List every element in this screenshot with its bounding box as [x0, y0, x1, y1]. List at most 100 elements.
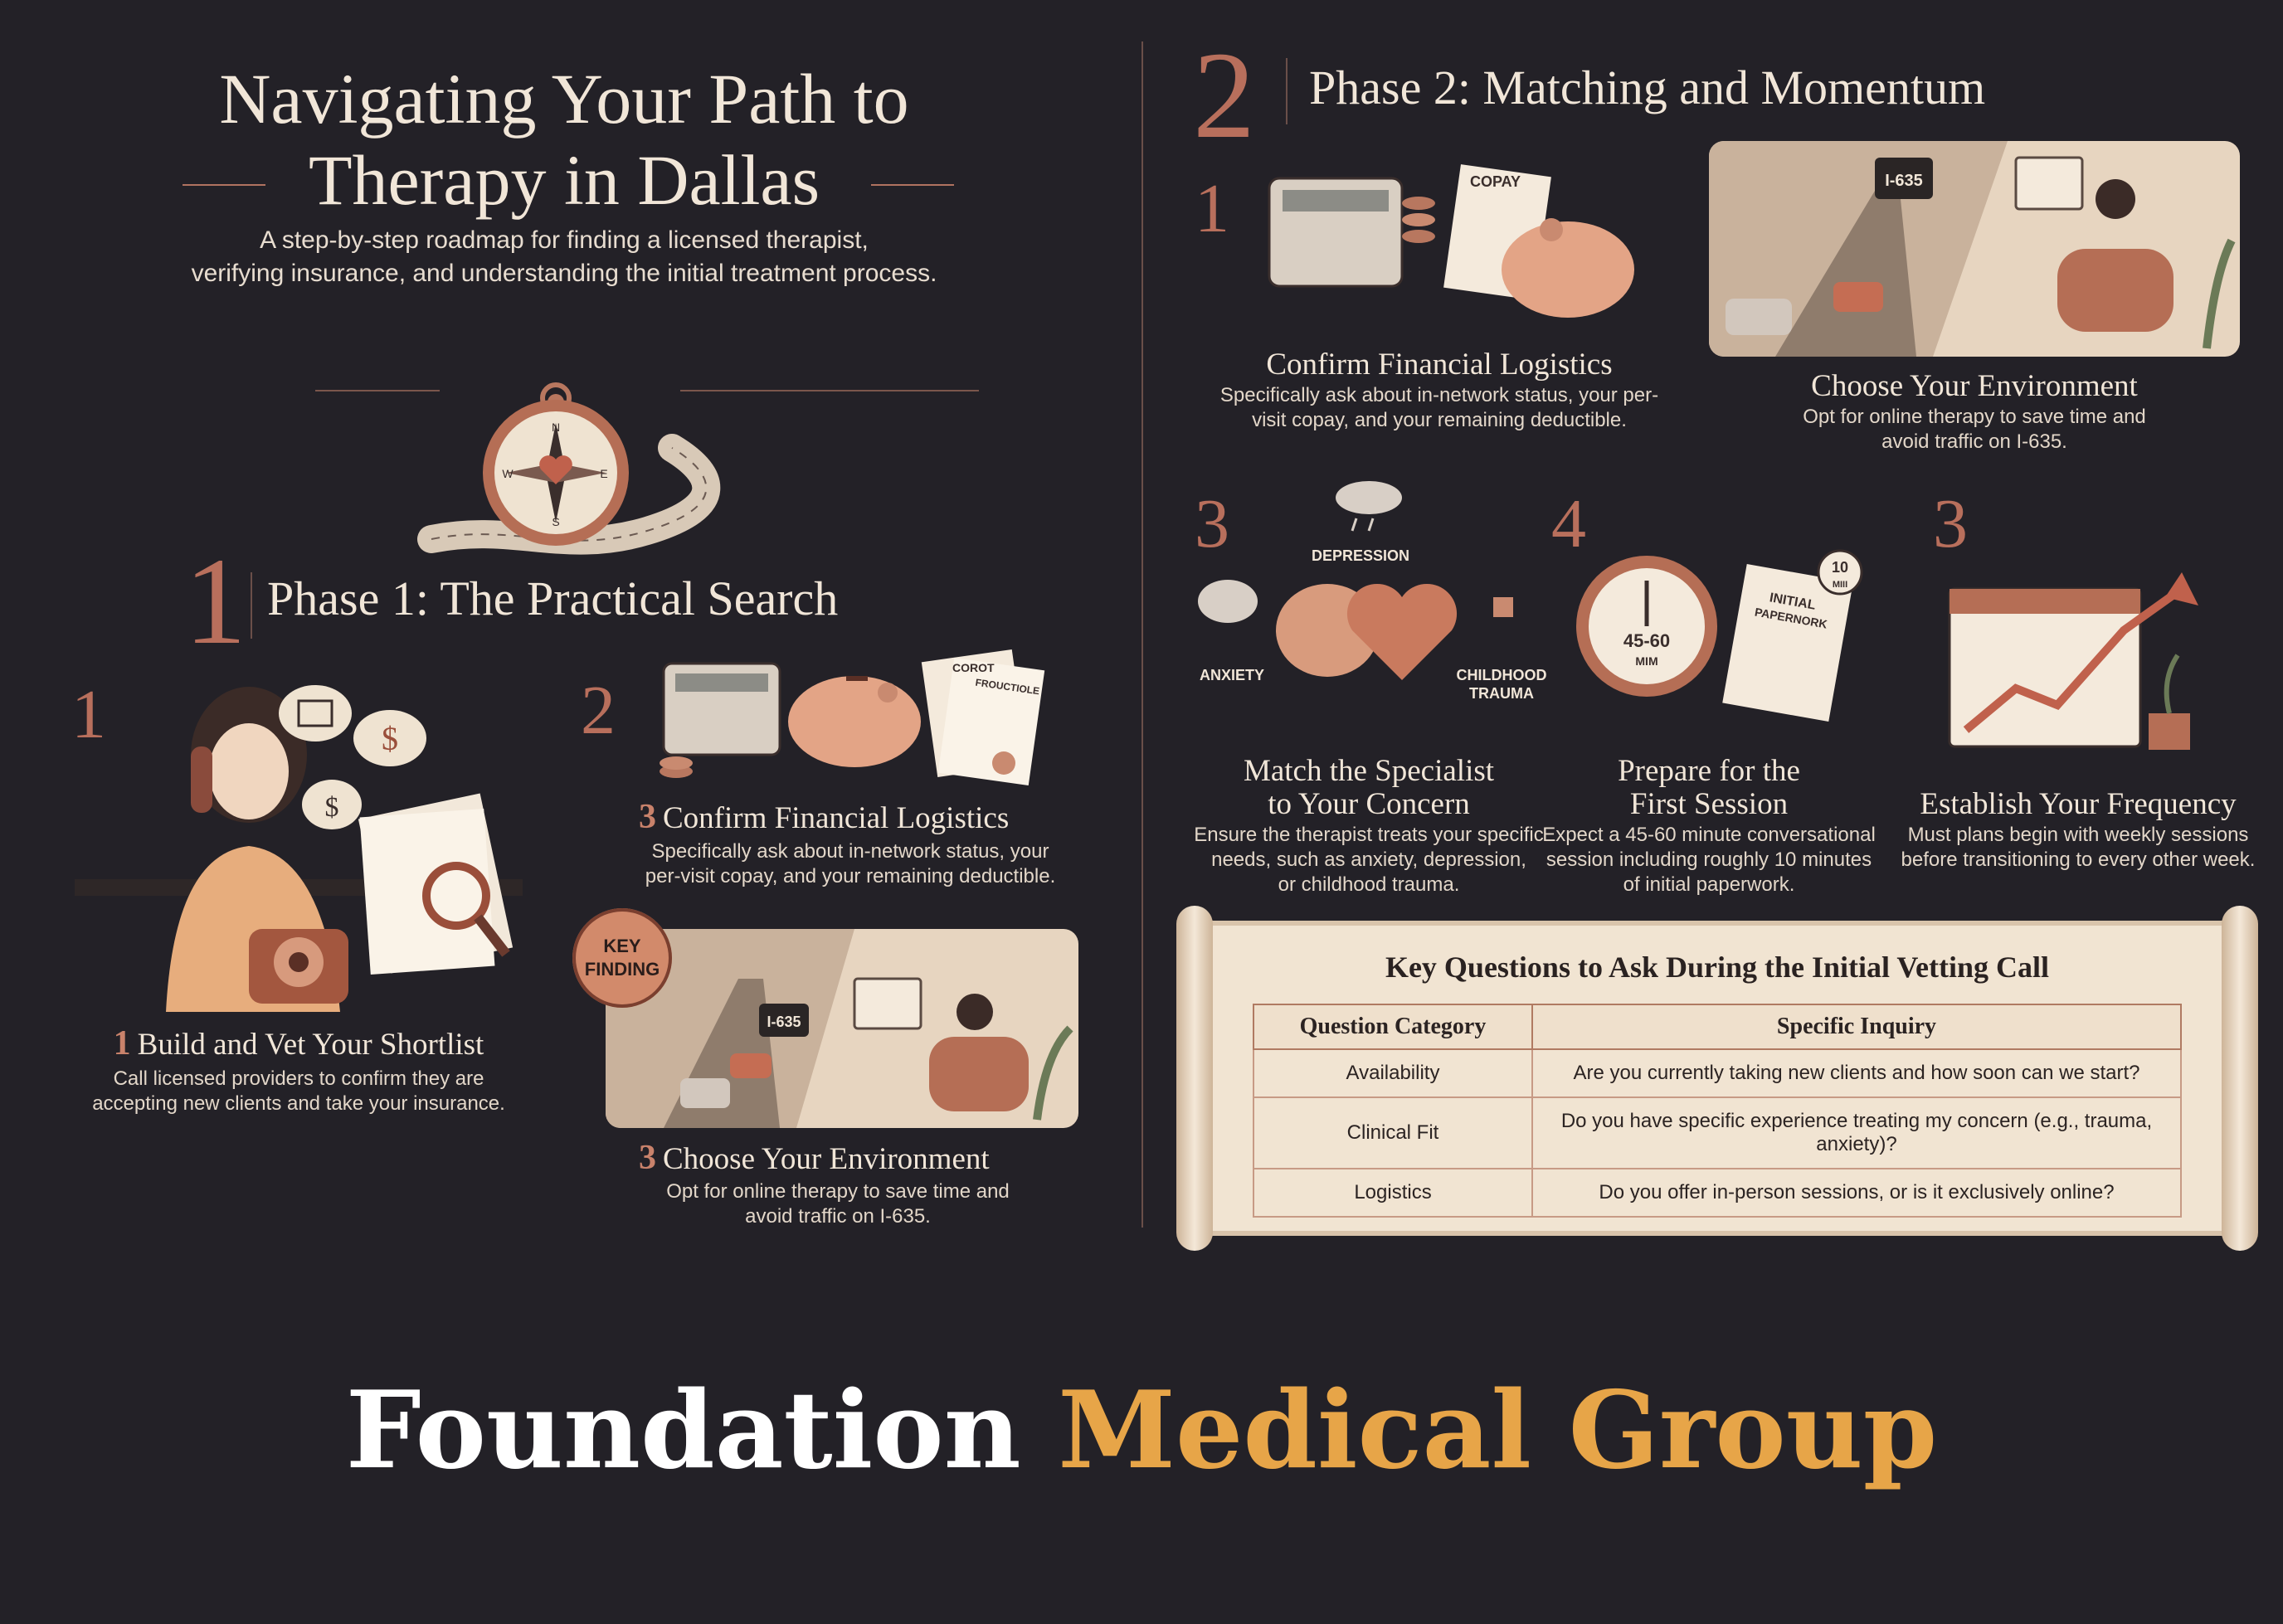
clock-icon: 45-60 MIM	[1576, 556, 1717, 697]
paperwork-icon: INITIAL PAPERNORK	[1722, 564, 1853, 722]
phase2-step1-body-line1: Specifically ask about in-network status…	[1219, 384, 1659, 406]
phase1-step3-title-text: Choose Your Environment	[663, 1142, 990, 1176]
phase2-step5-body-line1: Must plans begin with weekly sessions	[1907, 824, 2249, 846]
key-finding-badge: KEY FINDING	[572, 908, 672, 1008]
toys-icon	[1493, 597, 1513, 617]
brand-name-part2: Medical Group	[1058, 1369, 1938, 1493]
title-line-2: Therapy in Dallas	[308, 140, 820, 220]
plant-icon	[2203, 238, 2236, 349]
clock-paperwork-illustration: 45-60 MIM INITIAL PAPERNORK 10 MIII	[1576, 549, 1863, 722]
calculator-icon	[662, 662, 781, 756]
table-row: Logistics Do you offer in-person session…	[1253, 1168, 2182, 1218]
finance-illustration-2: COPAY	[1268, 164, 1634, 318]
phase2-step3-title-line2: to Your Concern	[1268, 787, 1470, 821]
speech-bubble-dollar-icon-2: $	[302, 780, 362, 829]
heart-icon	[1346, 583, 1458, 680]
phone-receiver-icon	[191, 746, 212, 813]
svg-text:$: $	[325, 792, 339, 823]
brand-name-part1: Foundation	[345, 1369, 1021, 1493]
key-questions-scroll: Key Questions to Ask During the Initial …	[1176, 906, 2258, 1251]
phase2-step3-title-line1: Match the Specialist	[1243, 754, 1495, 788]
compass-illustration: N W E S	[417, 382, 721, 555]
phase2-step2-body-line2: avoid traffic on I-635.	[1881, 430, 2067, 453]
flourish-right	[871, 184, 954, 186]
table-cell-inquiry: Do you offer in-person sessions, or is i…	[1531, 1168, 2182, 1218]
phase2-step3-title: Match the Specialist to Your Concern	[1195, 755, 1543, 821]
phase2-title: Phase 2: Matching and Momentum	[1309, 61, 1986, 114]
compass-label-s: S	[552, 515, 559, 528]
title-line-1: Navigating Your Path to	[219, 59, 909, 139]
table-cell-category: Clinical Fit	[1253, 1096, 1533, 1169]
phase2-step3-body: Ensure the therapist treats your specifi…	[1178, 823, 1560, 897]
key-finding-badge-line1: KEY	[603, 936, 641, 956]
phase1-step1-body-line2: accepting new clients and take your insu…	[92, 1092, 505, 1115]
car-icon	[680, 1078, 730, 1108]
rule-right	[680, 390, 979, 391]
phase2-step4-marker: 4	[1551, 485, 1586, 562]
scroll-roll-left	[1176, 906, 1213, 1251]
doc-label-corot: COROT	[952, 661, 995, 674]
phase1-step1-title-text: Build and Vet Your Shortlist	[137, 1028, 484, 1062]
car-icon-2	[1833, 282, 1883, 312]
phase2-step4-body-line1: Expect a 45-60 minute conversational	[1542, 824, 1876, 846]
phase1-step1-marker: 1	[71, 676, 106, 753]
phase2-step2-body-line1: Opt for online therapy to save time and	[1803, 406, 2146, 428]
phase2-step5-title: Establish Your Frequency	[1920, 787, 2237, 821]
trend-arrow-icon	[1963, 572, 2198, 733]
piggy-bank-icon	[1502, 218, 1634, 318]
phase1-step3-num: 3	[639, 1139, 656, 1177]
label-depression: DEPRESSION	[1312, 547, 1409, 564]
page-title: Navigating Your Path to Therapy in Dalla…	[108, 58, 1020, 221]
scroll-roll-right	[2222, 906, 2258, 1251]
table-cell-inquiry: Are you currently taking new clients and…	[1531, 1048, 2182, 1098]
phase2-step3-body-line1: Ensure the therapist treats your specifi…	[1194, 824, 1544, 846]
page-subtitle: A step-by-step roadmap for finding a lic…	[124, 224, 1004, 290]
compass-label-n: N	[552, 421, 560, 434]
coins-icon	[1402, 197, 1435, 243]
ten-minute-tag-icon: 10 MIII	[1817, 549, 1863, 596]
woman-with-laptop	[957, 994, 993, 1030]
rotary-phone-icon	[249, 929, 348, 1004]
phase2-step2-title: Choose Your Environment	[1811, 369, 2138, 403]
phase1-step2-body-line1: Specifically ask about in-network status…	[651, 840, 1049, 863]
clock-label-unit: MIM	[1635, 654, 1657, 668]
phase2-step3-body-line2: needs, such as anxiety, depression,	[1211, 848, 1526, 871]
phase1-step1-body: Call licensed providers to confirm they …	[75, 1067, 523, 1116]
speech-bubble-dollar-icon: $	[353, 710, 426, 766]
heart-icon	[539, 455, 572, 484]
phase1-step1-num: 1	[113, 1024, 131, 1062]
highway-sign	[1875, 158, 1933, 199]
car-icon	[1726, 299, 1792, 335]
environment-illustration: I-635	[606, 929, 1078, 1128]
table-row: Availability Are you currently taking ne…	[1253, 1048, 2182, 1098]
label-trauma: TRAUMA	[1469, 685, 1534, 702]
table-cell-category: Availability	[1253, 1048, 1533, 1098]
calculator-icon	[1268, 177, 1404, 288]
phase2-step4-body-line3: of initial paperwork.	[1623, 873, 1795, 896]
phase1-step3-body-line2: avoid traffic on I-635.	[745, 1205, 931, 1228]
copay-label: COPAY	[1470, 173, 1521, 190]
key-finding-badge-line2: FINDING	[584, 959, 660, 980]
compass-label-w: W	[502, 467, 514, 480]
mind-heart-illustration: DEPRESSION ANXIETY CHILDHOOD TRAUMA	[1198, 481, 1547, 702]
phase1-step3-body: Opt for online therapy to save time and …	[639, 1179, 1037, 1229]
phase1-step2-body: Specifically ask about in-network status…	[618, 839, 1083, 889]
thought-cloud-icon	[1198, 580, 1258, 623]
phase2-step4-title-line1: Prepare for the	[1618, 754, 1800, 788]
phase1-step2-title-text: Confirm Financial Logistics	[663, 801, 1010, 835]
piggy-bank-icon	[788, 676, 921, 767]
phase2-step5-body: Must plans begin with weekly sessions be…	[1883, 823, 2273, 873]
armchair-icon	[929, 1037, 1029, 1111]
environment-illustration-2: I-635	[1709, 141, 2240, 357]
phase-divider	[1142, 41, 1143, 1228]
phase1-step2-marker: 2	[581, 672, 616, 749]
armchair-icon	[2057, 249, 2173, 332]
phase1-divider	[251, 572, 252, 639]
woman-with-laptop	[2096, 179, 2135, 219]
highway-sign-text: I-635	[1885, 172, 1923, 190]
label-childhood: CHILDHOOD	[1457, 667, 1547, 683]
phase1-step2-body-line2: per-visit copay, and your remaining dedu…	[645, 865, 1056, 887]
tag-label-10: 10	[1832, 559, 1848, 576]
